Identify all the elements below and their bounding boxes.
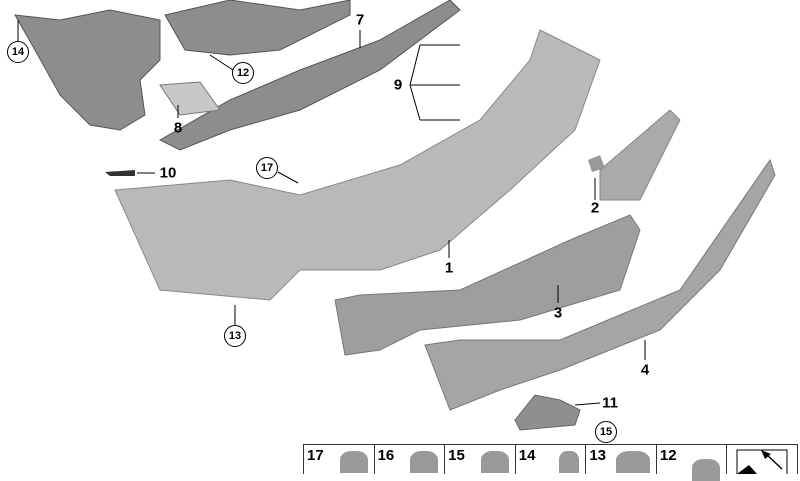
callout-15: 15 (595, 421, 617, 443)
fastener-legend: 17 16 15 14 13 12 (303, 444, 798, 481)
part-10 (105, 170, 135, 176)
left-bracket (14, 9, 161, 131)
carrier-7 (158, 0, 461, 151)
legend-cell: 15 (445, 445, 516, 474)
legend-number: 12 (659, 447, 677, 464)
expanding-nut-icon (692, 459, 721, 481)
bumper-cover-1 (114, 29, 601, 301)
direction-arrow-icon (736, 449, 788, 474)
legend-number: 13 (589, 447, 606, 464)
callout-14: 14 (7, 41, 29, 63)
callout-17: 17 (256, 157, 278, 179)
callout-3: 3 (553, 304, 563, 322)
legend-cell: 12 (657, 445, 728, 481)
diffuser-4 (424, 158, 776, 411)
legend-cell: 16 (375, 445, 446, 474)
flange-screw-icon (615, 451, 650, 473)
nut-clip-icon (410, 451, 439, 473)
callout-7: 7 (355, 11, 365, 29)
legend-cell: 17 (304, 445, 375, 474)
trim-strip (599, 109, 681, 201)
reflector-2 (588, 155, 605, 172)
legend-number: 14 (518, 447, 536, 464)
cover-8 (159, 81, 221, 116)
legend-number: 16 (377, 447, 395, 464)
callout-9: 9 (393, 76, 403, 94)
callout-13: 13 (224, 325, 246, 347)
callout-2: 2 (590, 199, 600, 217)
legend-cell: 14 (516, 445, 587, 474)
legend-number: 17 (307, 447, 324, 464)
washer-screw-icon (559, 451, 580, 473)
callout-1: 1 (444, 259, 454, 277)
hex-bolt-icon (480, 451, 509, 473)
center-bracket (164, 0, 351, 56)
diffuser-3 (334, 214, 641, 356)
callout-12: 12 (232, 62, 254, 84)
legend-cell: 13 (586, 445, 657, 474)
clip-icon (339, 451, 368, 473)
callout-10: 10 (159, 164, 177, 182)
tailpipe-trim-11 (514, 394, 581, 431)
callout-8: 8 (173, 119, 183, 137)
callout-4: 4 (640, 361, 650, 379)
legend-number: 15 (448, 447, 465, 464)
legend-cell (727, 445, 797, 474)
callout-11: 11 (602, 394, 618, 412)
